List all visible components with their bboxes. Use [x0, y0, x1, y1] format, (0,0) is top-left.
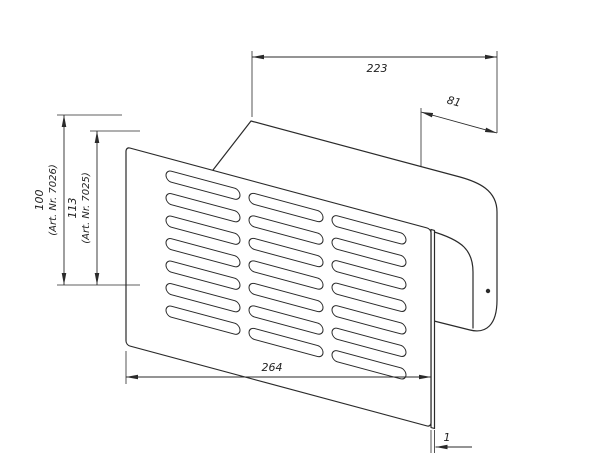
- dimension-depth: 81: [420, 94, 498, 166]
- grille-slot: [165, 260, 241, 290]
- grille-slot: [248, 215, 324, 245]
- grille-slot: [331, 260, 407, 290]
- dimension-bottom-width: 264: [125, 351, 431, 384]
- grille-slot: [165, 238, 241, 268]
- dimension-thickness: 1: [430, 430, 472, 453]
- grille-slot: [331, 305, 407, 335]
- grille-slot: [331, 237, 407, 268]
- grille-slot: [165, 305, 241, 335]
- dim-label-113: 113: [66, 198, 79, 219]
- grille-slot: [165, 193, 241, 223]
- dim-label-223: 223: [367, 62, 388, 75]
- duct-front-corner-edge: [430, 230, 474, 329]
- grille-slot: [331, 327, 407, 358]
- grille-slot: [248, 327, 324, 358]
- grille-slot: [331, 282, 407, 313]
- grille-slot: [165, 170, 241, 200]
- grille-slot: [248, 305, 324, 335]
- grille-slot: [248, 260, 324, 290]
- grille-slot: [165, 215, 241, 245]
- grille-slot: [248, 192, 324, 223]
- dimension-heights: 100 (Art. Nr. 7026) 113 (Art. Nr. 7025): [33, 114, 140, 286]
- grille-plate: [125, 147, 436, 430]
- grille-slot: [248, 282, 324, 313]
- dim-label-1: 1: [444, 431, 451, 444]
- art-nr-label-7026: (Art. Nr. 7026): [48, 164, 59, 236]
- dim-label-81: 81: [445, 94, 462, 110]
- louver-slot-grid: [165, 170, 407, 380]
- duct-rivet-hole: [485, 288, 491, 294]
- grille-slot: [165, 283, 241, 313]
- dim-line-81: [420, 111, 498, 134]
- art-nr-label-7025: (Art. Nr. 7025): [81, 172, 92, 244]
- grille-slot: [248, 237, 324, 268]
- dimension-top-width: 223: [251, 51, 498, 133]
- dim-label-264: 264: [262, 361, 283, 374]
- dim-label-100: 100: [33, 190, 46, 211]
- grille-slot: [331, 215, 407, 245]
